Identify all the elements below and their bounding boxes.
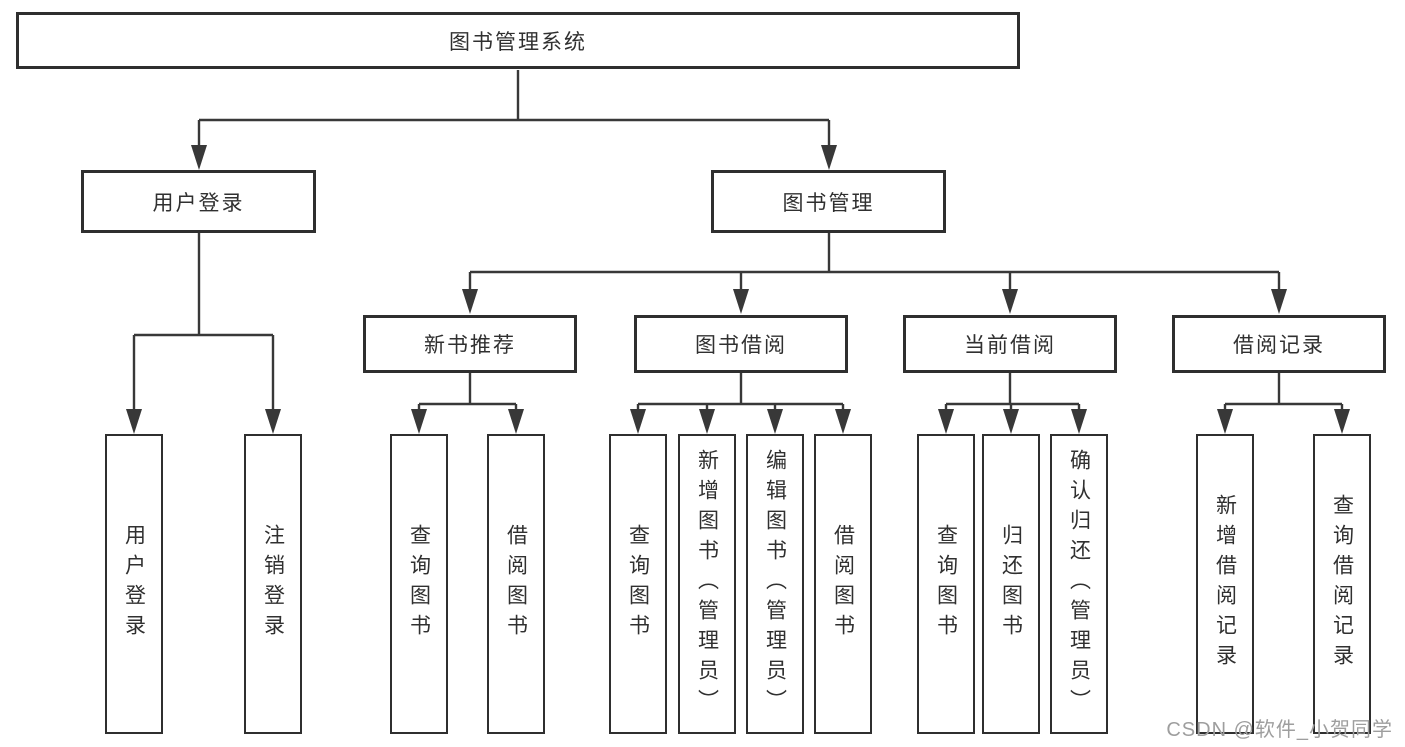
leaf-borrow-books: 借阅图书: [814, 434, 872, 734]
leaf-user-login-label: 用户登录: [122, 524, 146, 644]
leaf-borrow-books-recommend-label: 借阅图书: [504, 524, 528, 644]
leaf-add-book-admin-label: 新增图书（管理员）: [695, 449, 719, 719]
leaf-query-books-recommend-label: 查询图书: [407, 524, 431, 644]
node-borrow-records: 借阅记录: [1172, 315, 1386, 373]
leaf-logout-label: 注销登录: [261, 524, 285, 644]
node-current-borrow: 当前借阅: [903, 315, 1117, 373]
connector-root-to-level2: [191, 70, 837, 170]
node-root: 图书管理系统: [16, 12, 1020, 69]
node-borrow-records-label: 借阅记录: [1233, 334, 1325, 357]
leaf-query-books-current-label: 查询图书: [934, 524, 958, 644]
node-user-login-label: 用户登录: [152, 191, 245, 215]
leaf-user-login: 用户登录: [105, 434, 163, 734]
node-new-book-recommend-label: 新书推荐: [424, 334, 516, 357]
node-current-borrow-label: 当前借阅: [964, 334, 1056, 357]
leaf-borrow-books-label: 借阅图书: [831, 524, 855, 644]
csdn-watermark: CSDN @软件_小贺同学: [1166, 719, 1393, 741]
leaf-confirm-return-admin-label: 确认归还（管理员）: [1067, 449, 1091, 719]
connector-borrowrecords-to-leaves: [1217, 373, 1350, 434]
connector-userlogin-to-leaves: [126, 233, 281, 434]
node-user-login: 用户登录: [81, 170, 316, 233]
node-new-book-recommend: 新书推荐: [363, 315, 577, 373]
leaf-add-book-admin: 新增图书（管理员）: [678, 434, 736, 734]
connector-bookmgmt-to-level3: [462, 233, 1287, 314]
leaf-add-borrow-record-label: 新增借阅记录: [1213, 494, 1237, 674]
leaf-query-books-borrow-label: 查询图书: [626, 524, 650, 644]
connector-newbookrec-to-leaves: [411, 373, 524, 434]
node-book-borrow: 图书借阅: [634, 315, 848, 373]
leaf-return-book: 归还图书: [982, 434, 1040, 734]
leaf-return-book-label: 归还图书: [999, 524, 1023, 644]
leaf-borrow-books-recommend: 借阅图书: [487, 434, 545, 734]
leaf-logout: 注销登录: [244, 434, 302, 734]
leaf-add-borrow-record: 新增借阅记录: [1196, 434, 1254, 734]
connector-currentborrow-to-leaves: [938, 373, 1087, 434]
leaf-query-books-recommend: 查询图书: [390, 434, 448, 734]
node-book-borrow-label: 图书借阅: [695, 334, 787, 357]
node-book-management-label: 图书管理: [782, 191, 875, 215]
leaf-query-books-borrow: 查询图书: [609, 434, 667, 734]
node-root-label: 图书管理系统: [449, 30, 587, 54]
leaf-edit-book-admin-label: 编辑图书（管理员）: [763, 449, 787, 719]
leaf-edit-book-admin: 编辑图书（管理员）: [746, 434, 804, 734]
node-book-management: 图书管理: [711, 170, 946, 233]
connector-bookborrow-to-leaves: [630, 373, 851, 434]
leaf-query-borrow-record-label: 查询借阅记录: [1330, 494, 1354, 674]
leaf-confirm-return-admin: 确认归还（管理员）: [1050, 434, 1108, 734]
leaf-query-books-current: 查询图书: [917, 434, 975, 734]
leaf-query-borrow-record: 查询借阅记录: [1313, 434, 1371, 734]
